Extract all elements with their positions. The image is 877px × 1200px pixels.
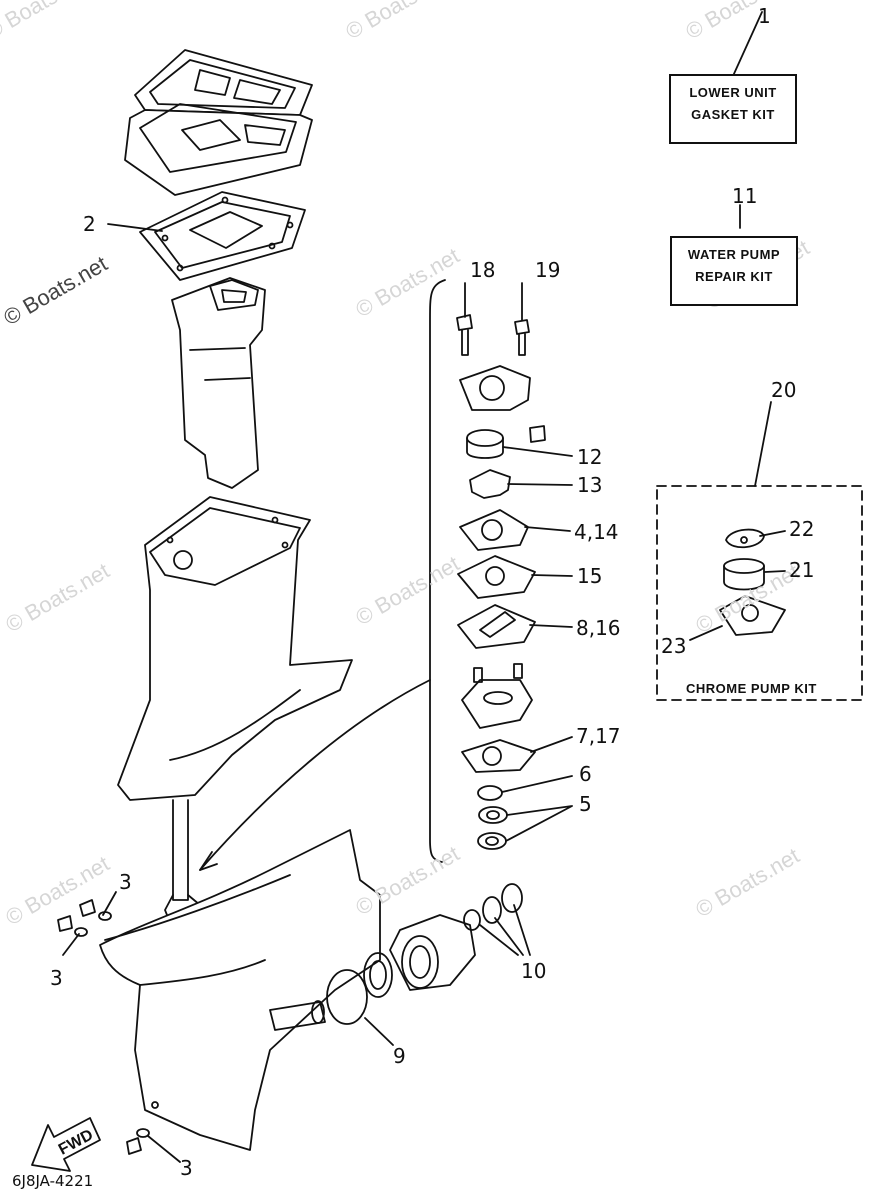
callout-22: 22 (789, 517, 815, 541)
callout-3: 3 (119, 870, 132, 894)
callout-1: 1 (758, 4, 771, 28)
o-ring-part (477, 785, 503, 801)
kit-label-line: WATER PUMP (687, 247, 781, 262)
callout-2: 2 (83, 212, 96, 236)
callout-9: 9 (393, 1044, 406, 1068)
oil-seal-part (477, 806, 508, 850)
callout-12: 12 (577, 445, 603, 469)
seal-part-10 (482, 883, 523, 924)
pump-case-part (461, 663, 533, 729)
callout-20: 20 (771, 378, 797, 402)
callout-10: 10 (521, 959, 547, 983)
pump-cartridge-gasket-part (461, 739, 536, 773)
water-pump-repair-kit-label: WATER PUMP REPAIR KIT (670, 236, 798, 306)
kit-label-line: LOWER UNIT (689, 85, 777, 100)
callout-5: 5 (579, 792, 592, 816)
pump-location-arrow (199, 679, 431, 871)
upper-casing-part (124, 49, 313, 196)
bolt-part-19 (514, 319, 530, 356)
callout-13: 13 (577, 473, 603, 497)
callout-3: 3 (50, 966, 63, 990)
chrome-pump-kit-label: CHROME PUMP KIT (686, 681, 817, 696)
gear-case-part (99, 829, 381, 1151)
pump-gasket-part (459, 509, 529, 551)
callout-18: 18 (470, 258, 496, 282)
needle-bearing-part (463, 909, 481, 931)
callout-23: 23 (661, 634, 687, 658)
bolt-part-18 (456, 314, 473, 356)
kit-label-line: REPAIR KIT (695, 269, 773, 284)
callout-19: 19 (535, 258, 561, 282)
plug-screw-part (57, 899, 150, 1155)
callout-8-16: 8,16 (576, 616, 621, 640)
gasket-part-2 (139, 191, 306, 281)
bearing-housing-part (389, 914, 476, 991)
chrome-pump-kit-box (656, 485, 863, 701)
upper-lower-case-part (117, 496, 353, 801)
callout-15: 15 (577, 564, 603, 588)
pump-housing-part (459, 365, 546, 459)
water-pump-bracket (429, 279, 446, 863)
callout-7-17: 7,17 (576, 724, 621, 748)
callout-21: 21 (789, 558, 815, 582)
kit-label-line: GASKET KIT (691, 107, 775, 122)
drawing-code: 6J8JA-4221 (12, 1172, 94, 1190)
o-ring-part-9 (326, 969, 368, 1025)
callout-3: 3 (180, 1156, 193, 1180)
pump-plate-part (457, 555, 536, 599)
lower-unit-gasket-kit-label: LOWER UNIT GASKET KIT (669, 74, 797, 144)
pump-gasket-part-16 (457, 604, 536, 649)
exhaust-guide-part (171, 277, 266, 489)
callout-6: 6 (579, 762, 592, 786)
impeller-part (469, 469, 511, 499)
forward-arrow-icon (31, 1117, 101, 1172)
bearing-part (363, 952, 393, 998)
chrome-pump-kit-parts (719, 528, 786, 636)
callout-4-14: 4,14 (574, 520, 619, 544)
callout-11: 11 (732, 184, 758, 208)
